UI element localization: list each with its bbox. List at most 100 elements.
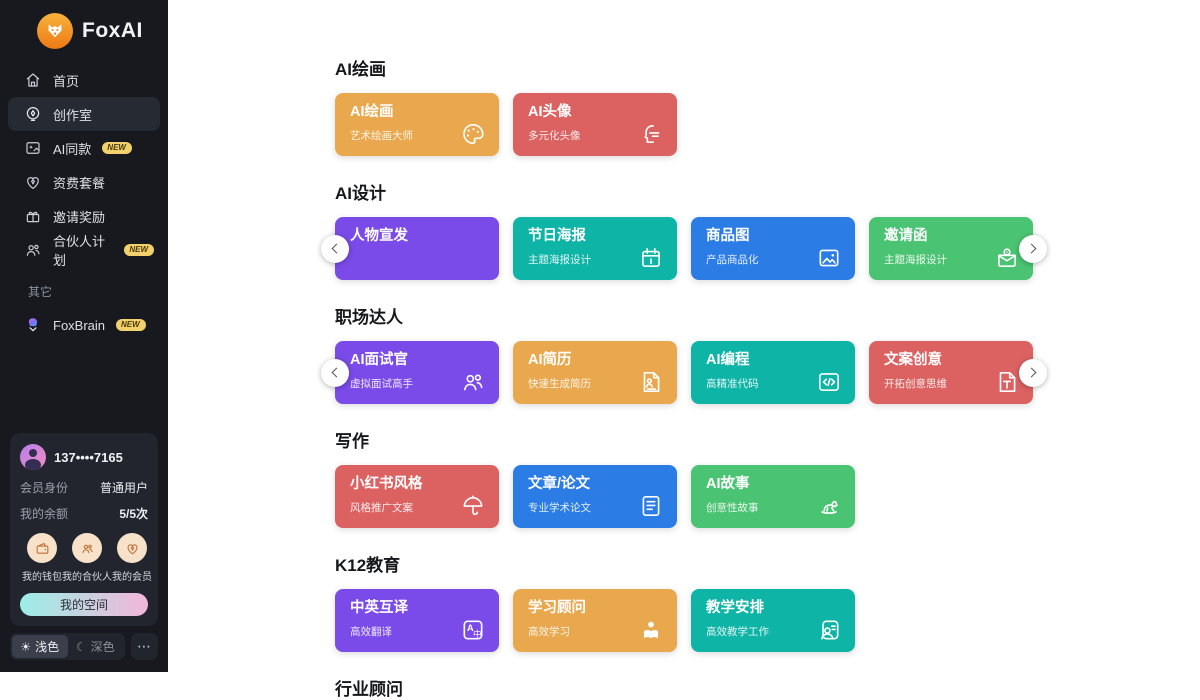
sidebar-item-partner-plan[interactable]: 合伙人计划 NEW: [8, 233, 160, 268]
card-title: 人物宣发: [350, 228, 408, 244]
brain-icon: [24, 316, 42, 334]
translate-icon: A 中: [460, 617, 486, 643]
card-title: 邀请函: [884, 228, 928, 244]
card-subtitle: 高精准代码: [706, 377, 759, 390]
avatar[interactable]: [20, 444, 46, 470]
card-ai-painting[interactable]: AI绘画 艺术绘画大师: [335, 93, 499, 156]
shortcut-label: 我的合伙人: [62, 572, 112, 583]
partners-shortcut[interactable]: 我的合伙人: [62, 533, 112, 583]
card-subtitle: 主题海报设计: [528, 253, 591, 266]
sidebar-item-label: 合伙人计划: [53, 234, 106, 268]
card-ai-story[interactable]: AI故事 创意性故事: [691, 465, 855, 528]
theme-light-option[interactable]: ☀ 浅色: [12, 635, 68, 658]
svg-text:A: A: [467, 623, 474, 633]
new-badge: NEW: [116, 319, 146, 331]
balance-label: 我的余额: [20, 507, 69, 521]
section-title: 写作: [335, 432, 369, 451]
umbrella-icon: [460, 493, 486, 519]
sidebar-item-home[interactable]: 首页: [8, 63, 160, 97]
card-subtitle: 多元化头像: [528, 129, 581, 142]
carousel-next-button[interactable]: [1019, 234, 1047, 263]
member-badge-icon: [117, 533, 147, 563]
envelope-seal-icon: [994, 245, 1020, 271]
theme-dark-option[interactable]: ☾ 深色: [68, 635, 124, 658]
studio-icon: [24, 105, 42, 123]
sidebar-item-invite[interactable]: 邀请奖励: [8, 199, 160, 233]
card-ai-coding[interactable]: AI编程 高精准代码: [691, 341, 855, 404]
sidebar-nav: 首页 创作室 AI同款 NEW: [0, 59, 168, 342]
section-title: AI设计: [335, 184, 386, 203]
carousel-prev-button[interactable]: [321, 358, 349, 387]
shortcut-label: 我的钱包: [22, 572, 62, 583]
fox-logo-icon: [37, 13, 73, 49]
wallet-shortcut[interactable]: 我的钱包: [22, 533, 62, 583]
card-product-image[interactable]: 商品图 产品商品化: [691, 217, 855, 280]
code-icon: [816, 369, 842, 395]
card-invitation[interactable]: 邀请函 主题海报设计: [869, 217, 1033, 280]
card-ai-avatar[interactable]: AI头像 多元化头像: [513, 93, 677, 156]
membership-value: 普通用户: [99, 481, 148, 495]
card-title: AI面试官: [350, 352, 408, 368]
card-copywriting[interactable]: 文案创意 开拓创意思维: [869, 341, 1033, 404]
card-title: AI简历: [528, 352, 572, 368]
card-title: 商品图: [706, 228, 750, 244]
card-title: 教学安排: [706, 600, 764, 616]
more-options-button[interactable]: ⋯: [131, 633, 158, 660]
section-title: 行业顾问: [335, 680, 403, 699]
my-space-button[interactable]: 我的空间: [20, 593, 148, 616]
card-subtitle: 开拓创意思维: [884, 377, 947, 390]
card-subtitle: 产品商品化: [706, 253, 759, 266]
card-title: AI头像: [528, 104, 572, 120]
main-content: AI绘画 AI绘画 艺术绘画大师 AI头像 多元化头像: [168, 0, 1200, 699]
card-article-thesis[interactable]: 文章/论文 专业学术论文: [513, 465, 677, 528]
card-ai-interviewer[interactable]: AI面试官 虚拟面试高手: [335, 341, 499, 404]
sun-icon: ☀: [20, 639, 32, 654]
card-title: AI绘画: [350, 104, 394, 120]
reading-person-icon: [638, 617, 664, 643]
carousel-prev-button[interactable]: [321, 234, 349, 263]
card-title: AI故事: [706, 476, 750, 492]
chevron-right-icon: [1026, 367, 1037, 378]
card-title: 中英互译: [350, 600, 408, 616]
card-character-promo[interactable]: 人物宣发: [335, 217, 499, 280]
section-k12: K12教育 中英互译 高效翻译 A 中 学习顾问 高效学习: [335, 551, 1200, 652]
card-xiaohongshu-style[interactable]: 小红书风格 风格推广文案: [335, 465, 499, 528]
sidebar-item-pricing[interactable]: 资费套餐: [8, 165, 160, 199]
card-study-advisor[interactable]: 学习顾问 高效学习: [513, 589, 677, 652]
section-ai-design: AI设计 人物宣发 节日海报 主题海报设计 商品图 产品商品化: [321, 179, 1200, 280]
card-subtitle: 虚拟面试高手: [350, 377, 413, 390]
card-title: 文章/论文: [528, 476, 591, 492]
svg-text:中: 中: [473, 628, 482, 639]
moon-icon: ☾: [75, 639, 87, 654]
card-cn-en-translation[interactable]: 中英互译 高效翻译 A 中: [335, 589, 499, 652]
sidebar-item-label: 资费套餐: [53, 175, 106, 191]
card-title: 文案创意: [884, 352, 942, 368]
new-badge: NEW: [124, 244, 154, 256]
palette-icon: [460, 121, 486, 147]
section-workplace: 职场达人 AI面试官 虚拟面试高手 AI简历 快速生成简历: [321, 303, 1200, 404]
sidebar-item-label: 创作室: [53, 107, 93, 123]
membership-shortcut[interactable]: 我的会员: [112, 533, 152, 583]
card-title: AI编程: [706, 352, 750, 368]
sidebar-item-ai-same[interactable]: AI同款 NEW: [8, 131, 160, 165]
calendar-icon: [638, 245, 664, 271]
card-subtitle: 风格推广文案: [350, 501, 413, 514]
carousel-next-button[interactable]: [1019, 358, 1047, 387]
section-industry-advisor: 行业顾问: [335, 675, 1200, 700]
theme-segmented-control: ☀ 浅色 ☾ 深色: [10, 633, 125, 660]
card-subtitle: 主题海报设计: [884, 253, 947, 266]
chevron-left-icon: [331, 367, 342, 378]
sidebar-item-studio[interactable]: 创作室: [8, 97, 160, 131]
card-teaching-schedule[interactable]: 教学安排 高效教学工作: [691, 589, 855, 652]
section-title: 职场达人: [335, 308, 403, 327]
card-title: 学习顾问: [528, 600, 586, 616]
gem-shield-icon: [24, 173, 42, 191]
partners-icon: [72, 533, 102, 563]
image-icon: [816, 245, 842, 271]
card-ai-resume[interactable]: AI简历 快速生成简历: [513, 341, 677, 404]
wallet-icon: [27, 533, 57, 563]
card-holiday-poster[interactable]: 节日海报 主题海报设计: [513, 217, 677, 280]
phone-number: 137••••7165: [54, 449, 123, 465]
sidebar-item-foxbrain[interactable]: FoxBrain NEW: [8, 308, 160, 342]
sidebar-item-label: FoxBrain: [53, 317, 106, 333]
